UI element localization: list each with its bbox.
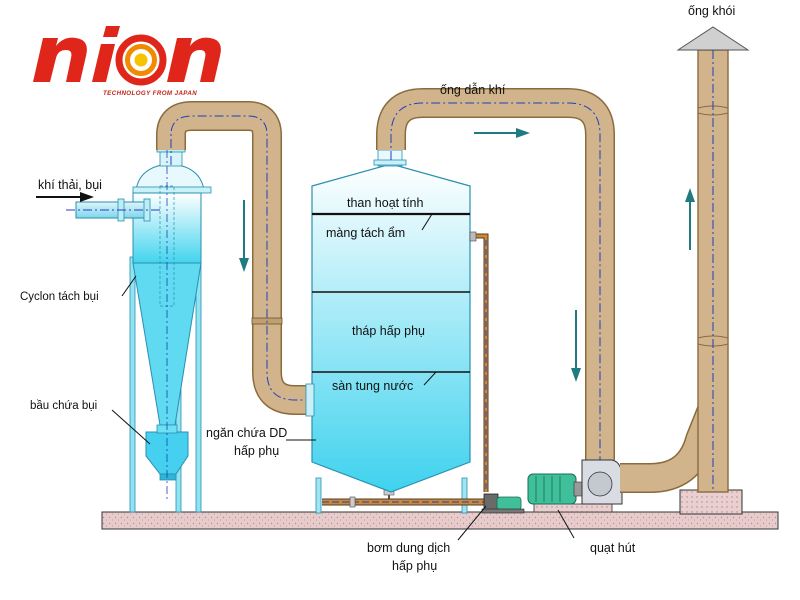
label-fan: quạt hút	[590, 541, 636, 555]
exhaust-fan	[527, 459, 623, 513]
stack-base	[679, 489, 743, 515]
ground-slab	[101, 511, 779, 530]
stack-cap	[676, 26, 750, 51]
logo-letter-n2	[167, 37, 221, 82]
label-duct: ống dẫn khí	[440, 82, 506, 97]
flow-arrow-down-2	[571, 310, 581, 382]
label-solution-tank-2: hấp phụ	[234, 444, 279, 458]
exhaust-inlet-arrow	[36, 192, 160, 211]
flow-arrow-right	[474, 128, 530, 138]
label-cyclone: Cyclon tách bụi	[20, 291, 99, 303]
duct-cyclone-to-tower	[156, 101, 312, 415]
label-activated-carbon: than hoạt tính	[347, 196, 424, 210]
chimney-stack	[676, 26, 750, 515]
label-pump-2: hấp phụ	[392, 559, 437, 573]
duct-tower-to-fan	[376, 88, 615, 460]
logo-letter-n	[33, 37, 87, 82]
label-absorption-tower: tháp hấp phụ	[352, 324, 425, 338]
label-water-spray-floor: sàn tung nước	[332, 379, 413, 393]
label-pump-1: bơm dung dịch	[367, 541, 450, 555]
cyclone-unit	[75, 147, 212, 513]
label-dust-bin: bầu chứa bụi	[30, 400, 97, 412]
label-solution-tank-1: ngăn chứa DD	[206, 426, 287, 440]
logo-tagline: TECHNOLOGY FROM JAPAN	[103, 90, 197, 97]
label-exhaust-inlet: khí thải, bụi	[38, 178, 102, 192]
company-logo: TECHNOLOGY FROM JAPAN	[33, 26, 221, 97]
logo-ring-o	[115, 34, 167, 86]
absorption-tower	[305, 149, 471, 514]
logo-letter-i	[92, 26, 120, 82]
leader-lines	[111, 213, 575, 541]
flow-arrow-up	[685, 188, 695, 250]
label-stack: ống khói	[688, 4, 735, 18]
flow-arrow-down-1	[239, 200, 249, 272]
circulation-pipe	[322, 231, 489, 508]
label-mist-separator: màng tách ẩm	[326, 226, 405, 240]
solution-pump	[481, 493, 525, 514]
